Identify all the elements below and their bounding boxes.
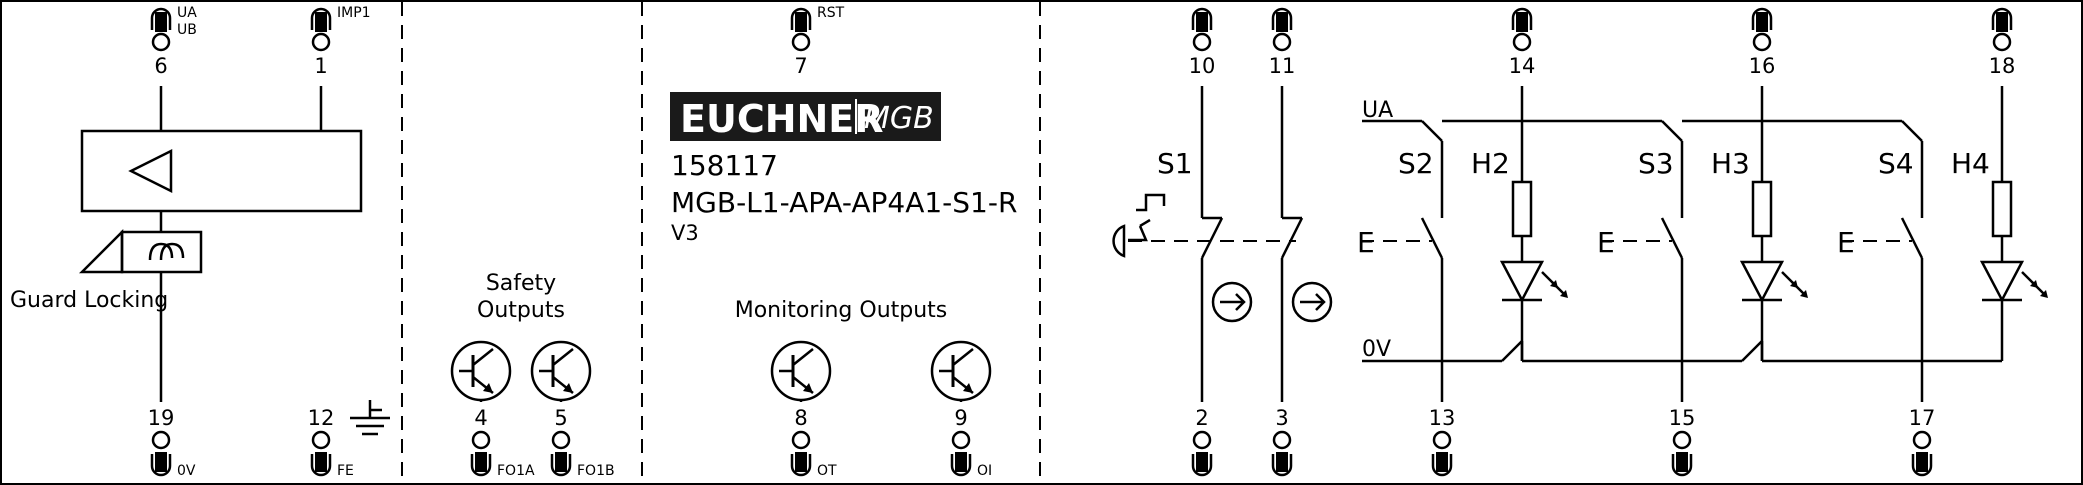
bottom-terminal-19 bbox=[150, 430, 172, 477]
terminal-19-number: 19 bbox=[148, 406, 175, 430]
terminal-8-signal: OT bbox=[817, 463, 837, 479]
transistor-ot-icon bbox=[770, 340, 832, 402]
top-terminal-11 bbox=[1271, 7, 1293, 52]
h2-label: H2 bbox=[1471, 147, 1510, 180]
zero-v-rail-label: 0V bbox=[1362, 337, 1391, 362]
s4-actuator-label: E bbox=[1837, 226, 1855, 259]
safety-outputs-label-line2: Outputs bbox=[477, 298, 565, 323]
terminal-10-number: 10 bbox=[1189, 54, 1216, 78]
terminal-5-signal: FO1B bbox=[577, 463, 615, 479]
channel-group bbox=[1360, 86, 2048, 402]
version-label: V3 bbox=[671, 221, 699, 245]
terminal-9-signal: OI bbox=[977, 463, 992, 479]
s2-label: S2 bbox=[1398, 147, 1434, 180]
s1-label: S1 bbox=[1157, 147, 1193, 180]
channel-4 bbox=[1840, 86, 2048, 402]
top-terminals bbox=[150, 7, 2013, 52]
guard-locking-circuit: Guard Locking bbox=[10, 86, 363, 402]
mushroom-button-icon bbox=[1112, 224, 1126, 258]
top-terminal-1 bbox=[310, 7, 332, 52]
terminal-17-number: 17 bbox=[1909, 406, 1936, 430]
channel-3 bbox=[1600, 86, 1808, 402]
bottom-terminal-3 bbox=[1271, 430, 1293, 477]
terminal-6-number: 6 bbox=[154, 54, 167, 78]
positive-opening-icon-2 bbox=[1291, 281, 1333, 323]
terminal-1-signal: IMP1 bbox=[337, 5, 371, 21]
part-number: 158117 bbox=[671, 149, 778, 182]
bottom-terminal-5 bbox=[550, 430, 572, 477]
terminal-15-number: 15 bbox=[1669, 406, 1696, 430]
s3-actuator-label: E bbox=[1597, 226, 1615, 259]
transistor-oi-icon bbox=[930, 340, 992, 402]
terminal-13-number: 13 bbox=[1429, 406, 1456, 430]
coil-icon bbox=[148, 242, 185, 261]
terminal-6-signal-ub: UB bbox=[177, 22, 197, 38]
top-terminal-10 bbox=[1191, 7, 1213, 52]
top-terminal-6 bbox=[150, 7, 172, 52]
bottom-terminal-15 bbox=[1671, 430, 1693, 477]
model-name: MGB-L1-APA-AP4A1-S1-R bbox=[671, 186, 1017, 219]
s1-safety-switch: S1 bbox=[1112, 86, 1333, 402]
bottom-terminals bbox=[150, 430, 1933, 477]
guard-locking-label: Guard Locking bbox=[10, 288, 168, 313]
actuator-step-icon bbox=[1136, 193, 1166, 212]
earth-icon bbox=[350, 400, 390, 436]
bottom-terminal-9 bbox=[950, 430, 972, 477]
terminal-1-number: 1 bbox=[314, 54, 327, 78]
channel-2 bbox=[1360, 86, 1568, 402]
s4-label: S4 bbox=[1878, 147, 1914, 180]
bottom-terminal-8 bbox=[790, 430, 812, 477]
bottom-terminal-4 bbox=[470, 430, 492, 477]
terminal-14-number: 14 bbox=[1509, 54, 1536, 78]
terminal-11-number: 11 bbox=[1269, 54, 1296, 78]
monitoring-outputs-label: Monitoring Outputs bbox=[735, 298, 948, 323]
terminal-18-number: 18 bbox=[1989, 54, 2016, 78]
bottom-terminal-13 bbox=[1431, 430, 1453, 477]
pushbutton-led-circuit: UA 0V bbox=[1362, 98, 2002, 363]
transistor-fo1a-icon bbox=[450, 340, 512, 402]
bottom-terminal-17 bbox=[1911, 430, 1933, 477]
lock-wedge-icon bbox=[78, 228, 124, 274]
top-terminal-16 bbox=[1751, 7, 1773, 52]
amplifier-block bbox=[80, 129, 363, 213]
ua-rail-label: UA bbox=[1362, 98, 1393, 123]
s2-actuator-label: E bbox=[1357, 226, 1375, 259]
product-name: MGB bbox=[864, 101, 934, 136]
h3-label: H3 bbox=[1711, 147, 1750, 180]
brand-name: EUCHNER bbox=[680, 97, 884, 141]
top-terminal-14 bbox=[1511, 7, 1533, 52]
terminal-8-number: 8 bbox=[794, 406, 807, 430]
terminal-2-number: 2 bbox=[1195, 406, 1208, 430]
terminal-4-number: 4 bbox=[474, 406, 487, 430]
bottom-terminal-12 bbox=[310, 430, 332, 477]
top-terminal-18 bbox=[1991, 7, 2013, 52]
terminal-12-number: 12 bbox=[308, 406, 335, 430]
positive-opening-icon-1 bbox=[1211, 281, 1253, 323]
s3-label: S3 bbox=[1638, 147, 1674, 180]
terminal-9-number: 9 bbox=[954, 406, 967, 430]
terminal-19-signal: 0V bbox=[177, 463, 196, 479]
safety-outputs-label-line1: Safety bbox=[486, 271, 556, 296]
terminal-16-number: 16 bbox=[1749, 54, 1776, 78]
terminal-12-signal: FE bbox=[337, 463, 354, 479]
top-terminal-7 bbox=[790, 7, 812, 52]
terminal-4-signal: FO1A bbox=[497, 463, 535, 479]
bottom-terminal-2 bbox=[1191, 430, 1213, 477]
h4-label: H4 bbox=[1951, 147, 1990, 180]
terminal-3-number: 3 bbox=[1275, 406, 1288, 430]
euchner-logo bbox=[670, 92, 941, 141]
transistor-fo1b-icon bbox=[530, 340, 592, 402]
terminal-7-number: 7 bbox=[794, 54, 807, 78]
amplifier-triangle-icon bbox=[128, 148, 173, 194]
terminal-5-number: 5 bbox=[554, 406, 567, 430]
terminal-6-signal-ua: UA bbox=[177, 5, 197, 21]
terminal-7-signal: RST bbox=[817, 5, 845, 21]
